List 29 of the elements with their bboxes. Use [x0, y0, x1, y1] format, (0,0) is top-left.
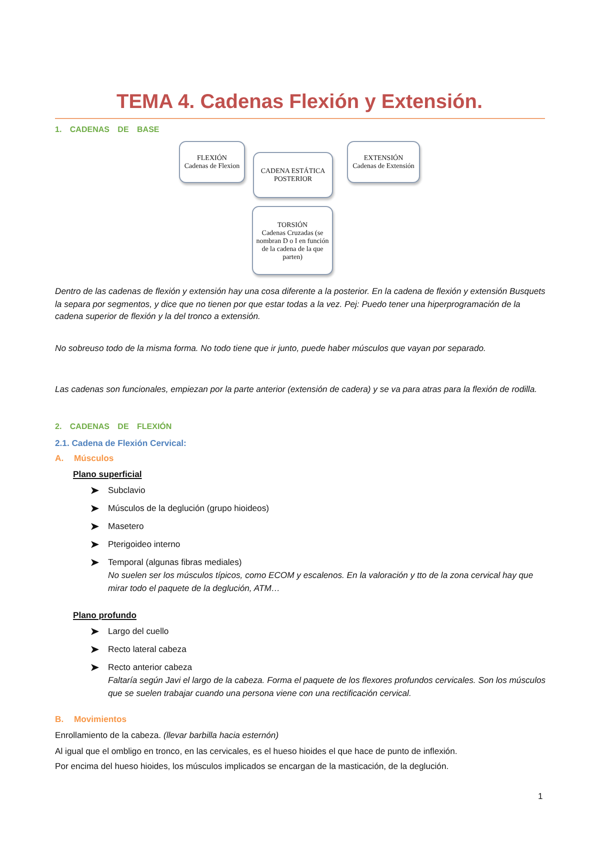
group-heading: Plano profundo	[73, 609, 138, 622]
list-item: Masetero	[108, 520, 145, 532]
chain-box	[179, 141, 245, 183]
paragraph: Enrollamiento de la cabeza. (llevar barbilla hacia esternón)	[55, 729, 280, 742]
list-item: Temporal (algunas fibras mediales)	[108, 556, 243, 568]
subsection-heading: 2.1. Cadena de Flexión Cervical:	[55, 437, 188, 450]
group-heading: Plano superficial	[73, 468, 143, 480]
section-heading: 1. CADENAS DE BASE	[55, 124, 160, 136]
subsection-heading: A. Músculos	[55, 452, 115, 464]
document-title: TEMA 4. Cadenas Flexión y Extensión.	[115, 90, 484, 114]
list-item: Pterigoideo interno	[108, 538, 182, 550]
list-item: Recto lateral cabeza	[108, 643, 188, 656]
list-item: Músculos de la deglución (grupo hioideos)	[108, 502, 270, 514]
chain-box	[347, 141, 420, 183]
subsection-heading: B. Movimientos	[55, 713, 128, 726]
chain-box	[253, 152, 333, 198]
list-item: Largo del cuello	[108, 625, 170, 638]
paragraph: No sobreuso todo de la misma forma. No todo tiene que ir junto, puede haber músculos que vayan por separado.	[55, 342, 487, 354]
list-item: Subclavio	[108, 484, 146, 496]
page-number: 1	[538, 790, 544, 802]
list-item: Recto anterior cabeza	[108, 661, 194, 674]
chain-box	[252, 206, 333, 275]
note: Faltaría según Javi el largo de la cabeza. Forma el paquete de los flexores profundos cervicales. Son los músculos que se suelen trabajar cuando una persona viene con una rectificación cervical.	[108, 674, 547, 699]
paragraph: Al igual que el ombligo en tronco, en las cervicales, es el hueso hioides el que hace de punto de inflexión.	[55, 745, 458, 758]
paragraph: Las cadenas son funcionales, empiezan por la parte anterior (extensión de cadera) y se va para atras para la flexión de rodilla.	[55, 383, 538, 396]
paragraph: Por encima del hueso hioides, los músculos implicados se encargan de la masticación, de la deglución.	[55, 760, 450, 772]
section-heading: 2. CADENAS DE FLEXIÓN	[55, 421, 173, 433]
paragraph: Dentro de las cadenas de flexión y extensión hay una cosa diferente a la posterior. En la cadena de flexión y extensión Busquets la separa por segmentos, y dice que no tienen por que estar todas a la vez. Pej: Puedo tener una hiperprogramación de la cadena superior de flexión y la del tronco a extensión.	[55, 285, 546, 322]
note: No suelen ser los músculos típicos, como ECOM y escalenos. En la valoración y tto de la zona cervical hay que mirar todo el paquete de la deglución, ATM…	[108, 569, 534, 594]
